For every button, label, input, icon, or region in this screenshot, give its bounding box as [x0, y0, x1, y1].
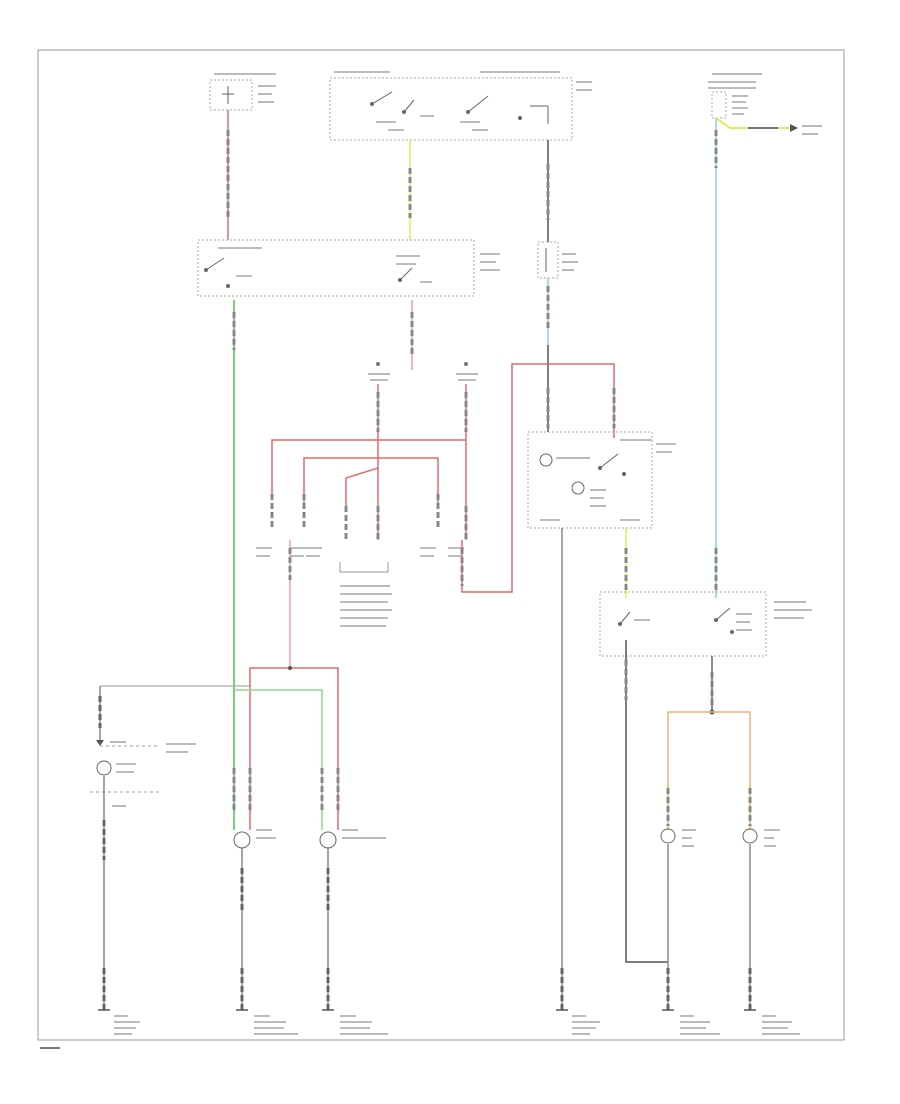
headlight-switch-box: [329, 71, 592, 141]
wire-red-harness-top: [271, 439, 466, 500]
harness-connector-labels: [256, 547, 464, 557]
wire-green-headlamp: [234, 689, 323, 830]
left-park-lamp-right: [660, 828, 696, 847]
top-right-relay-block: [708, 73, 822, 135]
left-headlamp: [233, 829, 276, 849]
center-connectors: [368, 362, 478, 381]
wire-dark-loop: [625, 640, 668, 963]
right-park-lamp: [742, 828, 780, 847]
drl-module-box: [599, 591, 812, 657]
right-headlamp: [319, 829, 386, 849]
multi-function-switch-box: [197, 239, 500, 297]
headlamp-relay: [527, 431, 676, 529]
harness-connector-stubs: [270, 494, 468, 540]
center-note-text: [340, 585, 392, 627]
wire-red-loop-right: [461, 363, 615, 593]
wire-orange-junction: [667, 711, 751, 830]
ground-labels: [114, 1015, 800, 1035]
fuse-block-mid: [537, 241, 578, 279]
center-connector-bracket: [339, 562, 389, 573]
wire-red-headlamp-loop: [249, 667, 339, 830]
top-left-fuse-block: [209, 73, 276, 111]
diagram-frame: [37, 49, 845, 1041]
wire-red-harness-second: [303, 457, 439, 505]
diode-icon: [96, 740, 104, 746]
high-beam-indicator: [96, 760, 136, 776]
